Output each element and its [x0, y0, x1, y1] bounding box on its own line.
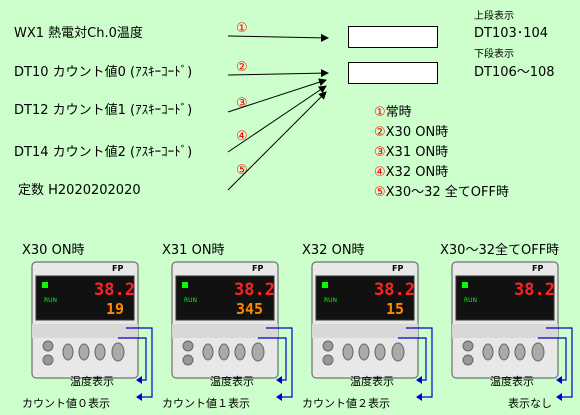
label-top: 温度表示 — [350, 375, 394, 388]
lower-display-box — [348, 62, 438, 84]
run-label: RUN — [184, 297, 198, 304]
arrow-1 — [227, 33, 329, 42]
device-title: X30～32全てOFF時 — [440, 243, 560, 258]
device-title: X31 ON時 — [162, 243, 225, 258]
lower-readout: 19 — [106, 300, 125, 318]
run-label: RUN — [324, 297, 338, 304]
run-label: RUN — [464, 297, 478, 304]
legend-item: ②X30 ON時 — [374, 125, 449, 140]
legend-item: ④X32 ON時 — [374, 165, 449, 180]
upper-caption: 上段表示 — [474, 11, 514, 22]
upper-address: DT103･104 — [474, 26, 549, 41]
label-top: 温度表示 — [70, 375, 114, 388]
arrow-3 — [227, 78, 327, 113]
arrow-2 — [227, 69, 329, 78]
lower-caption: 下段表示 — [474, 49, 514, 60]
label-bottom: カウント値０表示 — [22, 397, 110, 410]
brand-label: FP — [112, 264, 124, 273]
label-bottom: カウント値１表示 — [162, 397, 250, 410]
input-label-dt12: DT12 カウント値1 (ｱｽｷｰｺｰﾄﾞ) — [14, 103, 193, 118]
arrow-4 — [227, 85, 327, 153]
upper-readout: 38.2 — [374, 280, 415, 300]
lower-readout: 15 — [386, 300, 405, 318]
upper-readout: 38.2 — [94, 280, 135, 300]
input-label-constant: 定数 H2020202020 — [18, 183, 141, 198]
upper-display-box — [348, 26, 438, 48]
label-top: 温度表示 — [210, 375, 254, 388]
marker-4: ④ — [236, 129, 248, 144]
device-title: X32 ON時 — [302, 243, 365, 258]
lower-readout: 345 — [236, 300, 264, 318]
input-label-dt10: DT10 カウント値0 (ｱｽｷｰｺｰﾄﾞ) — [14, 65, 193, 80]
brand-label: FP — [252, 264, 264, 273]
legend-item: ③X31 ON時 — [374, 145, 449, 160]
marker-1: ① — [236, 21, 248, 36]
arrow-5 — [227, 91, 327, 191]
label-bottom: カウント値２表示 — [302, 397, 390, 410]
marker-5: ⑤ — [236, 163, 248, 178]
upper-readout: 38.2 — [514, 280, 555, 300]
brand-label: FP — [532, 264, 544, 273]
run-label: RUN — [44, 297, 58, 304]
marker-3: ③ — [236, 96, 248, 111]
marker-2: ② — [236, 60, 248, 75]
legend-item: ⑤X30～32 全てOFF時 — [374, 185, 509, 200]
legend-item: ①常時 — [374, 105, 412, 120]
device-title: X30 ON時 — [22, 243, 85, 258]
input-label-wx1: WX1 熱電対Ch.0温度 — [14, 26, 143, 41]
input-label-dt14: DT14 カウント値2 (ｱｽｷｰｺｰﾄﾞ) — [14, 145, 193, 160]
label-top: 温度表示 — [490, 375, 534, 388]
upper-readout: 38.2 — [234, 280, 275, 300]
brand-label: FP — [392, 264, 404, 273]
lower-address: DT106～108 — [474, 65, 555, 80]
label-bottom: 表示なし — [508, 397, 552, 410]
